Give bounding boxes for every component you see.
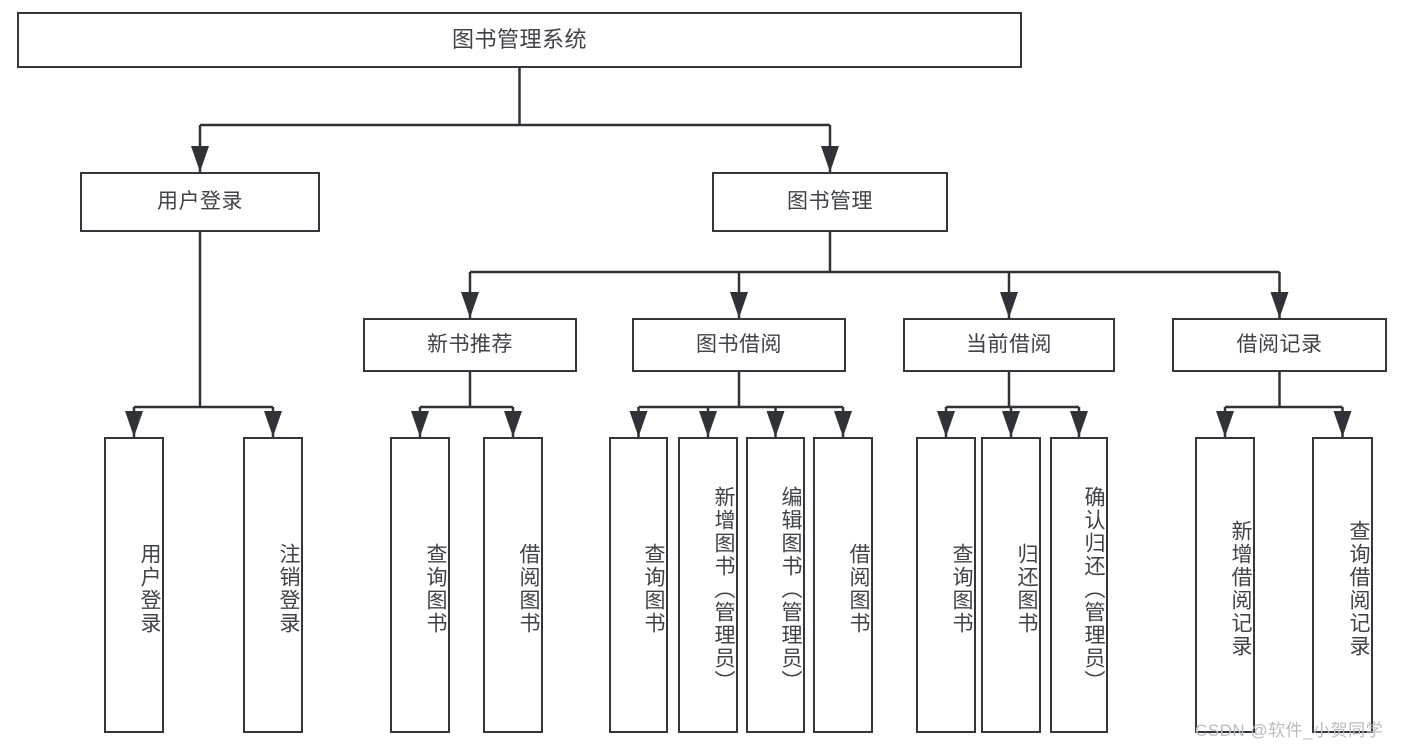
node-leaf-borrow-book-1[interactable]: 借阅图书 xyxy=(483,437,543,733)
node-leaf-user-login[interactable]: 用户登录 xyxy=(104,437,164,733)
arrow-head-4-0 xyxy=(629,411,648,437)
node-root[interactable]: 图书管理系统 xyxy=(17,12,1022,68)
node-leaf-edit-book[interactable]: 编辑图书（管理员） xyxy=(746,437,805,733)
node-label: 查询图书 xyxy=(424,543,447,635)
node-label: 归还图书 xyxy=(1015,543,1038,635)
node-label: 查询借阅记录 xyxy=(1347,520,1370,658)
arrow-head-1-0 xyxy=(461,292,479,318)
node-label: 新增借阅记录 xyxy=(1229,520,1252,658)
node-leaf-add-record[interactable]: 新增借阅记录 xyxy=(1195,437,1255,733)
node-label: 新增图书（管理员） xyxy=(712,485,735,693)
node-label: 确认归还（管理员） xyxy=(1082,485,1105,693)
arrow-head-3-1 xyxy=(504,411,522,437)
arrow-head-6-1 xyxy=(1333,411,1352,437)
node-label: 当前借阅 xyxy=(966,332,1052,356)
node-label: 新书推荐 xyxy=(427,332,513,356)
node-new-book-rec[interactable]: 新书推荐 xyxy=(363,318,577,372)
node-label: 注销登录 xyxy=(277,543,300,635)
arrow-head-5-1 xyxy=(1002,411,1020,437)
arrow-head-4-2 xyxy=(766,411,785,437)
node-leaf-user-logout[interactable]: 注销登录 xyxy=(243,437,303,733)
watermark: CSDN @软件_小贺同学 xyxy=(1195,721,1384,740)
arrow-head-0-1 xyxy=(821,146,839,172)
node-label: 图书借阅 xyxy=(696,332,782,356)
node-leaf-query-book-3[interactable]: 查询图书 xyxy=(916,437,976,733)
node-leaf-query-record[interactable]: 查询借阅记录 xyxy=(1312,437,1373,733)
arrow-head-2-0 xyxy=(125,411,143,437)
arrow-head-0-0 xyxy=(191,146,209,172)
node-leaf-query-book-2[interactable]: 查询图书 xyxy=(609,437,668,733)
node-leaf-confirm-return[interactable]: 确认归还（管理员） xyxy=(1050,437,1108,733)
arrow-head-3-0 xyxy=(411,411,429,437)
node-label: 图书管理系统 xyxy=(451,26,587,52)
node-label: 借阅图书 xyxy=(517,543,540,635)
node-book-borrow[interactable]: 图书借阅 xyxy=(632,318,846,372)
node-label: 编辑图书（管理员） xyxy=(779,485,802,693)
node-user-login[interactable]: 用户登录 xyxy=(80,172,320,232)
arrow-head-5-2 xyxy=(1070,411,1088,437)
arrow-head-1-1 xyxy=(730,292,748,318)
node-label: 借阅图书 xyxy=(847,543,870,635)
node-label: 查询图书 xyxy=(642,543,665,635)
node-label: 查询图书 xyxy=(950,543,973,635)
node-leaf-query-book-1[interactable]: 查询图书 xyxy=(390,437,450,733)
arrow-head-2-1 xyxy=(264,411,282,437)
node-leaf-return-book[interactable]: 归还图书 xyxy=(981,437,1041,733)
arrow-head-4-1 xyxy=(699,411,717,437)
node-leaf-borrow-book-2[interactable]: 借阅图书 xyxy=(813,437,873,733)
node-borrow-record[interactable]: 借阅记录 xyxy=(1172,318,1387,372)
node-current-borrow[interactable]: 当前借阅 xyxy=(903,318,1115,372)
arrow-head-6-0 xyxy=(1216,411,1234,437)
node-label: 用户登录 xyxy=(138,543,161,635)
node-book-manage[interactable]: 图书管理 xyxy=(712,172,948,232)
arrow-head-5-0 xyxy=(937,411,955,437)
node-label: 用户登录 xyxy=(157,189,243,213)
arrow-head-1-3 xyxy=(1270,292,1289,318)
arrow-head-4-3 xyxy=(834,411,852,437)
node-label: 借阅记录 xyxy=(1236,332,1323,356)
node-leaf-add-book[interactable]: 新增图书（管理员） xyxy=(678,437,738,733)
arrow-head-1-2 xyxy=(1000,292,1018,318)
node-label: 图书管理 xyxy=(787,189,873,213)
